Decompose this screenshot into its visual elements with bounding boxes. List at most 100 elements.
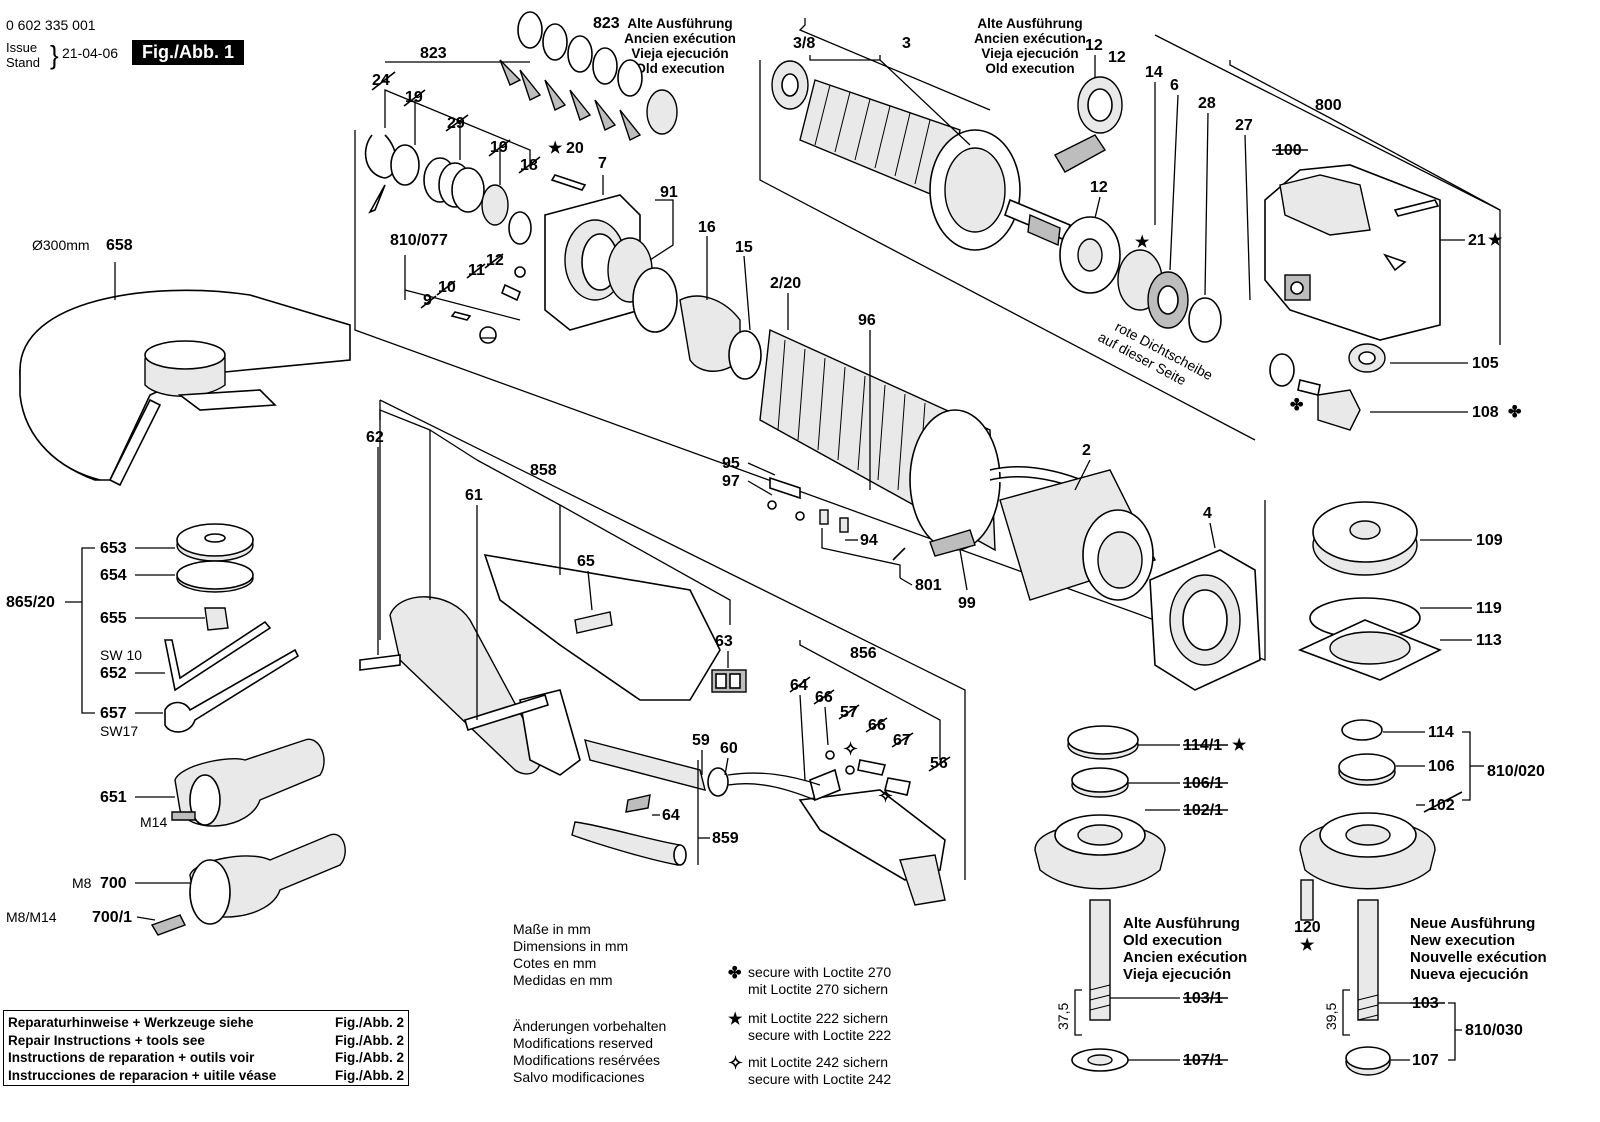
label-59: 59 bbox=[692, 732, 710, 749]
svg-text:Maße in mm: Maße in mm bbox=[513, 921, 591, 937]
svg-text:Ancien exécution: Ancien exécution bbox=[1123, 949, 1247, 966]
club-108: ✤ bbox=[1508, 404, 1522, 421]
label-823-a: 823 bbox=[420, 45, 447, 62]
label-24: 24 bbox=[372, 72, 390, 89]
label-700: 700 bbox=[100, 875, 127, 892]
label-651: 651 bbox=[100, 789, 127, 806]
issue-label: Issue bbox=[6, 40, 37, 55]
label-4: 4 bbox=[1203, 505, 1212, 522]
svg-text:mit Loctite 270 sichern: mit Loctite 270 sichern bbox=[748, 981, 888, 997]
dimensions-note: Maße in mm Dimensions in mm Cotes en mm … bbox=[513, 921, 628, 988]
label-810-030: 810/030 bbox=[1465, 1022, 1523, 1039]
open-star-57: ✧ bbox=[843, 739, 858, 759]
bearing-flange-new bbox=[1299, 719, 1436, 1076]
figure-badge: Fig./Abb. 1 bbox=[132, 40, 244, 65]
svg-text:secure with Loctite 270: secure with Loctite 270 bbox=[748, 964, 891, 980]
label-107: 107 bbox=[1412, 1052, 1439, 1069]
label-91: 91 bbox=[660, 184, 678, 201]
label-2-20: 2/20 bbox=[770, 275, 801, 292]
label-20: 20 bbox=[566, 140, 584, 157]
label-sw10: SW 10 bbox=[100, 647, 142, 663]
svg-text:mit Loctite 242 sichern: mit Loctite 242 sichern bbox=[748, 1054, 888, 1070]
label-12-d: 12 bbox=[1090, 179, 1108, 196]
label-653: 653 bbox=[100, 540, 127, 557]
label-62: 62 bbox=[366, 429, 384, 446]
label-16: 16 bbox=[698, 219, 716, 236]
label-9: 9 bbox=[423, 292, 432, 309]
cable-859 bbox=[571, 739, 821, 866]
svg-text:Ancien exécution: Ancien exécution bbox=[624, 31, 736, 46]
changes-note: Änderungen vorbehalten Modifications res… bbox=[513, 1018, 666, 1085]
dim-39-5: 39,5 bbox=[1323, 1003, 1339, 1030]
label-658: 658 bbox=[106, 237, 133, 254]
stator-small-parts bbox=[767, 476, 976, 578]
label-801: 801 bbox=[915, 577, 942, 594]
label-119: 119 bbox=[1476, 600, 1502, 617]
gasket-113 bbox=[1297, 597, 1442, 681]
switch-small-parts bbox=[404, 255, 526, 344]
label-657: 657 bbox=[100, 705, 127, 722]
svg-text:Old execution: Old execution bbox=[1123, 932, 1222, 949]
assembly-frame-lines bbox=[354, 18, 1501, 880]
label-27: 27 bbox=[1235, 117, 1253, 134]
label-823-b: 823 bbox=[593, 15, 620, 32]
label-m14: M14 bbox=[140, 814, 167, 830]
stand-label: Stand bbox=[6, 55, 40, 70]
svg-text:secure with Loctite 242: secure with Loctite 242 bbox=[748, 1071, 891, 1087]
label-94: 94 bbox=[860, 532, 878, 549]
crown-gear-109 bbox=[1312, 501, 1418, 576]
label-810-020: 810/020 bbox=[1487, 763, 1545, 780]
star-note: ★ bbox=[728, 1011, 743, 1028]
svg-text:Ancien exécution: Ancien exécution bbox=[974, 31, 1086, 46]
label-655: 655 bbox=[100, 610, 127, 627]
gear-housing-800 bbox=[1229, 60, 1501, 341]
label-105: 105 bbox=[1472, 355, 1499, 372]
svg-text:Alte Ausführung: Alte Ausführung bbox=[1123, 915, 1240, 932]
label-810-077: 810/077 bbox=[390, 232, 448, 249]
stator-housing-96 bbox=[759, 328, 1111, 552]
label-120: 120 bbox=[1294, 919, 1321, 936]
loctite-notes: ✤ secure with Loctite 270 mit Loctite 27… bbox=[728, 964, 891, 1087]
fan-baffle-4 bbox=[1149, 549, 1261, 691]
label-m8: M8 bbox=[72, 875, 92, 891]
ref-row: Instructions de reparation + outils voir… bbox=[8, 1050, 404, 1065]
label-97: 97 bbox=[722, 473, 740, 490]
svg-text:Old execution: Old execution bbox=[985, 61, 1074, 76]
svg-text:Alte Ausführung: Alte Ausführung bbox=[627, 16, 732, 31]
guard-diameter: Ø300mm bbox=[32, 237, 90, 253]
open-star-67: ✧ bbox=[878, 786, 893, 806]
svg-text:Nueva ejecución: Nueva ejecución bbox=[1410, 966, 1528, 983]
label-7: 7 bbox=[598, 155, 607, 172]
old-execution-block-2: Alte Ausführung Ancien exécution Vieja e… bbox=[974, 16, 1086, 76]
label-856: 856 bbox=[850, 645, 877, 662]
svg-text:Alte Ausführung: Alte Ausführung bbox=[977, 16, 1082, 31]
svg-text:Nouvelle exécution: Nouvelle exécution bbox=[1410, 949, 1547, 966]
label-800: 800 bbox=[1315, 97, 1342, 114]
svg-text:Vieja ejecución: Vieja ejecución bbox=[631, 46, 728, 61]
ref-row: Instrucciones de reparacion + uitile véa… bbox=[8, 1067, 404, 1083]
svg-text:Modifications reserved: Modifications reserved bbox=[513, 1035, 653, 1051]
doc-number: 0 602 335 001 bbox=[6, 17, 96, 33]
label-99: 99 bbox=[958, 595, 976, 612]
label-sw17: SW17 bbox=[100, 723, 138, 739]
switch-856 bbox=[798, 750, 946, 906]
bearing-6 bbox=[1117, 249, 1222, 343]
label-654: 654 bbox=[100, 567, 127, 584]
svg-text:Neue Ausführung: Neue Ausführung bbox=[1410, 915, 1535, 932]
label-3-8: 3/8 bbox=[793, 35, 815, 52]
svg-text:Dimensions in mm: Dimensions in mm bbox=[513, 938, 628, 954]
label-6: 6 bbox=[1170, 77, 1179, 94]
star-114-1: ★ bbox=[1232, 737, 1247, 754]
star-21: ★ bbox=[1488, 232, 1503, 249]
issue-date: 21-04-06 bbox=[62, 45, 118, 61]
bevel-pinion-108 bbox=[1269, 343, 1386, 431]
label-652: 652 bbox=[100, 665, 127, 682]
club-screw: ✤ bbox=[1290, 397, 1304, 414]
circlip-parts bbox=[364, 89, 532, 245]
svg-text:Medidas en mm: Medidas en mm bbox=[513, 972, 613, 988]
handle-housing bbox=[359, 553, 747, 776]
bearing-flange-old bbox=[1034, 725, 1166, 1072]
